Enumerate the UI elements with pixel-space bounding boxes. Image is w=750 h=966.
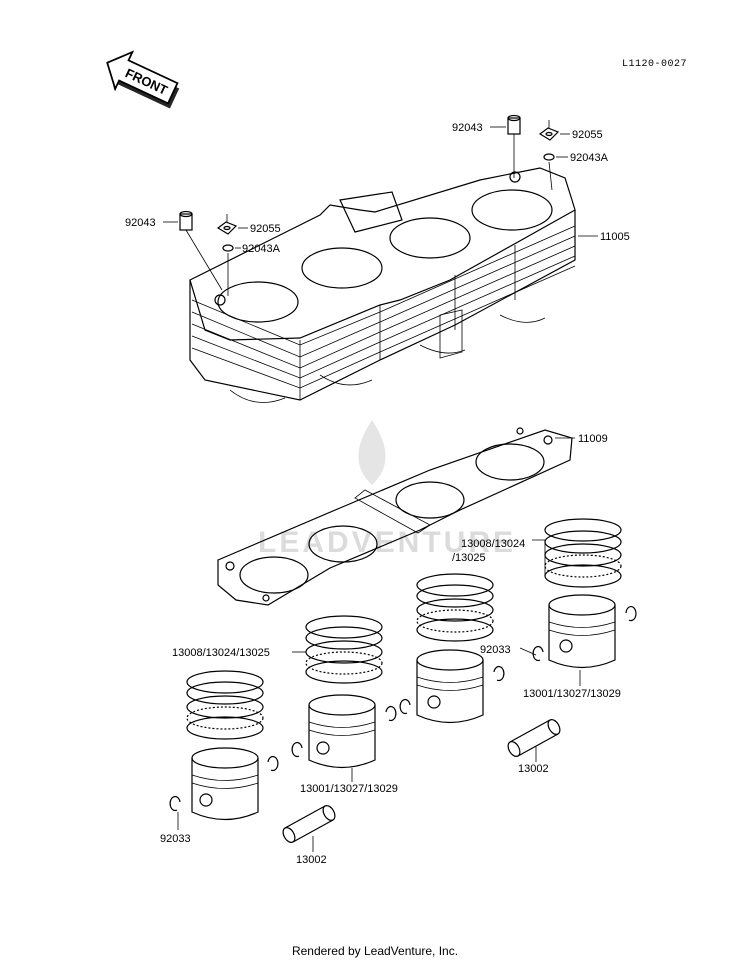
callout-washer-right: 92055 — [572, 129, 603, 141]
head-gasket — [217, 427, 573, 606]
callout-cylinder-block: 11005 — [600, 231, 630, 243]
callout-head-gasket: 11009 — [578, 433, 608, 445]
flame-icon — [358, 420, 386, 485]
cylinder-block — [189, 167, 576, 403]
footer-credit: Rendered by LeadVenture, Inc. — [291, 944, 459, 958]
callout-piston-center: 13001/13027/13029 — [300, 783, 398, 795]
callout-pin-left: 13002 — [296, 854, 327, 866]
washer-left — [216, 214, 238, 235]
circlip-right — [532, 606, 637, 662]
ring-right — [543, 153, 555, 191]
callout-rings-mid: 13008/13024/13025 — [172, 647, 270, 659]
piston-center — [399, 649, 505, 724]
ring-set-left — [186, 670, 264, 740]
front-arrow-icon: FRONT — [106, 50, 180, 109]
ring-left — [222, 244, 234, 296]
piston-right — [548, 594, 616, 669]
bolt-cap-right — [507, 114, 521, 178]
callout-circlip-left: 92033 — [160, 833, 191, 845]
washer-right — [538, 120, 560, 141]
piston-pin-left — [282, 805, 336, 843]
piston-middle — [291, 694, 397, 769]
watermark: LEADVENTURE — [258, 420, 516, 559]
circlip-left — [169, 795, 181, 812]
ring-set-right — [544, 518, 622, 588]
piston-left — [191, 747, 279, 821]
callout-bolt-cap-right: 92043 — [452, 122, 483, 134]
ring-set-middle — [305, 615, 383, 684]
callout-washer-left: 92055 — [250, 223, 281, 235]
bolt-cap-left — [179, 210, 223, 291]
callout-circlip-right: 92033 — [480, 644, 511, 656]
watermark-text: LEADVENTURE — [258, 526, 516, 559]
callout-rings-top-line1: 13008/13024 — [461, 538, 525, 550]
callout-bolt-cap-left: 92043 — [125, 217, 156, 229]
ring-set-center — [416, 573, 494, 642]
callout-ring-right: 92043A — [570, 152, 609, 164]
reference-code: L1120-0027 — [622, 59, 687, 70]
piston-pin-right — [507, 719, 561, 757]
callout-ring-left: 92043A — [242, 243, 281, 255]
callout-rings-top-line2: /13025 — [452, 552, 486, 564]
callout-piston-right: 13001/13027/13029 — [523, 688, 621, 700]
callout-pin-right: 13002 — [518, 763, 549, 775]
